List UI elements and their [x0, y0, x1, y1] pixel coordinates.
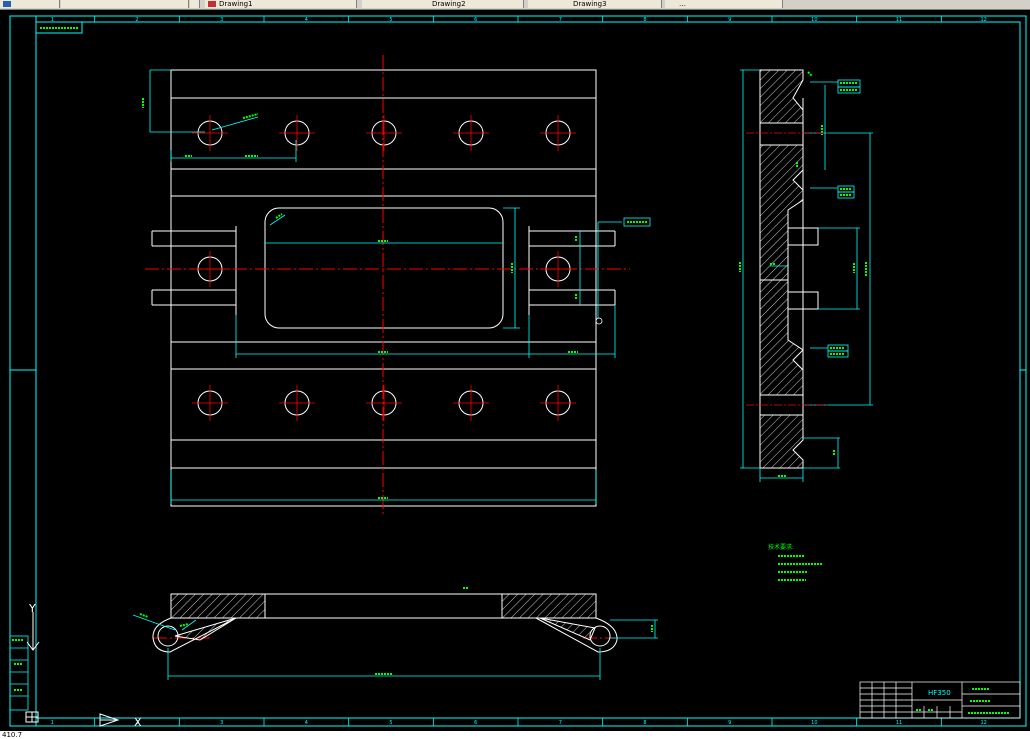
column-number: 6	[474, 17, 477, 23]
tab-6[interactable]: Drawing3	[528, 0, 662, 8]
drawing-icon	[208, 1, 216, 7]
column-number: 8	[643, 17, 646, 23]
tech-notes	[778, 555, 822, 581]
ucs-y-label: Y	[28, 602, 36, 615]
sheet-tag	[35, 21, 83, 34]
drawing-icon	[3, 1, 11, 7]
tab-1[interactable]	[0, 0, 60, 8]
column-number: 8	[643, 720, 646, 726]
drawing-id: HF350	[928, 689, 951, 697]
column-number: 10	[811, 17, 817, 23]
ucs-icon	[25, 612, 120, 727]
column-number: 10	[811, 720, 817, 726]
tolerance-frame	[623, 217, 651, 227]
column-number: 4	[305, 720, 308, 726]
column-number: 7	[559, 17, 562, 23]
column-number: 5	[389, 720, 392, 726]
column-number: 12	[980, 720, 986, 726]
column-number: 7	[559, 720, 562, 726]
column-number: 9	[728, 17, 731, 23]
side-section-view	[759, 69, 819, 469]
column-number: 12	[980, 17, 986, 23]
column-number: 2	[135, 720, 138, 726]
tab-7[interactable]: …	[665, 0, 783, 8]
layer-legend	[9, 635, 29, 711]
tab-5[interactable]: Drawing2	[362, 0, 524, 8]
column-number: 3	[220, 720, 223, 726]
status-bar: 410.7	[0, 731, 1030, 739]
column-number: 9	[728, 720, 731, 726]
column-number: 11	[896, 17, 902, 23]
tab-2[interactable]	[61, 0, 189, 8]
column-number: 4	[305, 17, 308, 23]
column-number: 1	[51, 720, 54, 726]
column-number: 2	[135, 17, 138, 23]
column-number: 11	[896, 720, 902, 726]
ucs-x-label: X	[134, 716, 142, 729]
title-block-text	[916, 688, 1010, 714]
column-number: 3	[220, 17, 223, 23]
bottom-view-dimensions	[132, 614, 658, 680]
drawing-frame	[9, 15, 1027, 727]
coordinate-readout: 410.7	[2, 731, 23, 739]
column-number: 1	[51, 17, 54, 23]
side-view-dimensions	[740, 69, 873, 482]
tech-title: 技术要求:	[768, 543, 794, 551]
tab-4[interactable]: Drawing1	[205, 0, 357, 8]
bottom-section-view	[152, 593, 618, 653]
bottom-view-dim-text	[139, 587, 653, 675]
tab-3[interactable]	[190, 0, 200, 8]
bolt-holes	[192, 115, 576, 421]
side-view-dim-text	[739, 71, 867, 477]
column-number: 5	[389, 17, 392, 23]
tab-strip: Drawing1 Drawing2 Drawing3 …	[0, 0, 1030, 10]
datum-symbol	[595, 317, 603, 325]
dimension-lines	[149, 69, 622, 504]
dimension-text-marks	[142, 98, 578, 499]
column-number: 6	[474, 720, 477, 726]
title-block	[859, 681, 1021, 719]
